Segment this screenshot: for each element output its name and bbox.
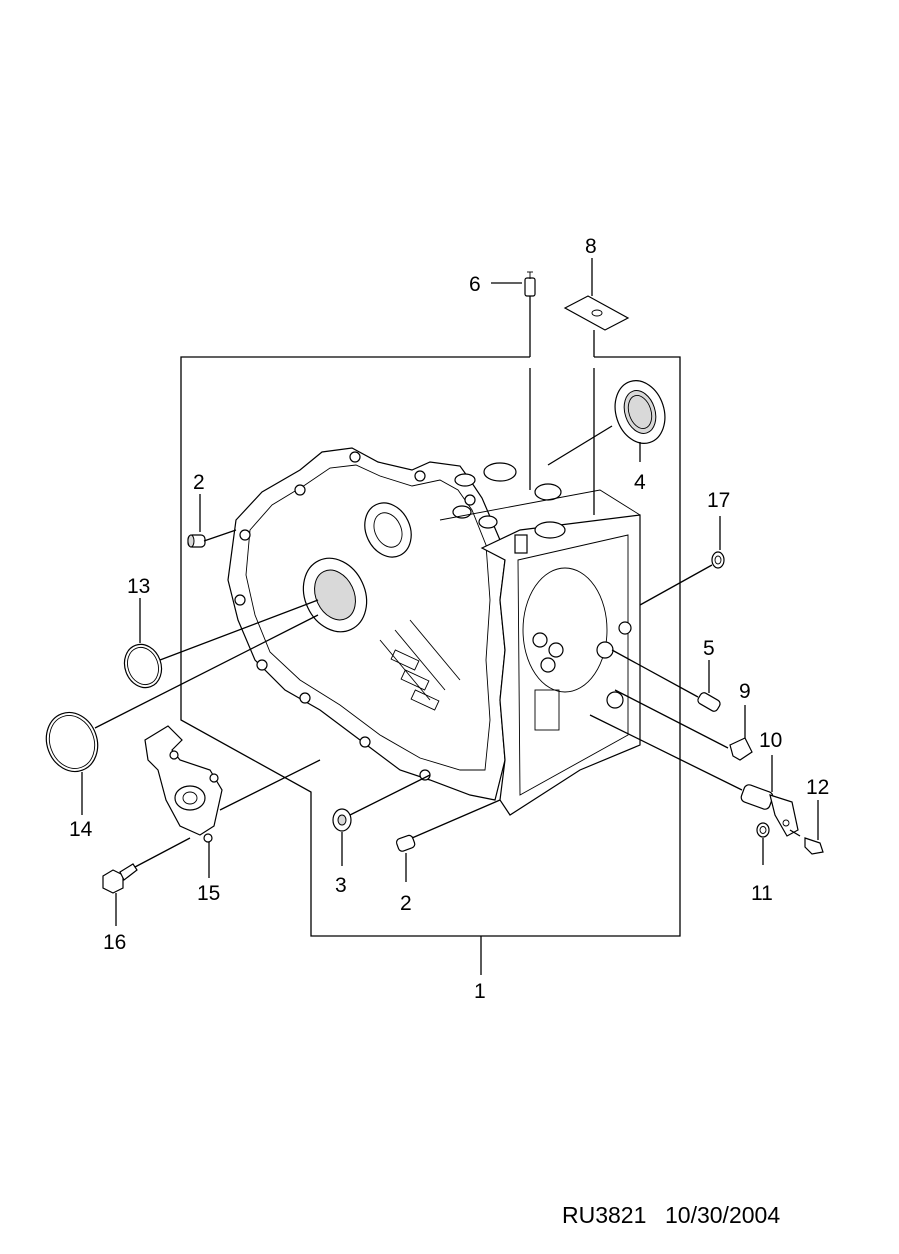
callout-14: 14	[69, 818, 93, 841]
callout-13: 13	[127, 575, 150, 598]
drawing-date: 10/30/2004	[665, 1202, 780, 1228]
vertical-pin	[491, 271, 536, 490]
o-ring-small	[756, 822, 770, 865]
dowel-pin-lower	[395, 799, 501, 882]
range-switch	[144, 725, 321, 878]
callout-17: 17	[707, 489, 730, 512]
callout-2-upper: 2	[193, 471, 205, 494]
switch-bolt	[102, 837, 191, 926]
oil-seal	[547, 380, 666, 466]
cover-plate	[563, 258, 630, 515]
o-ring-medium	[123, 598, 319, 689]
sensor-bolt	[789, 800, 824, 855]
callout-11: 11	[751, 882, 773, 905]
assembly-frame	[180, 356, 681, 975]
sensor-clip	[614, 689, 753, 761]
callout-15: 15	[197, 882, 220, 905]
callout-12: 12	[806, 776, 829, 799]
callout-3: 3	[335, 874, 347, 897]
callout-6: 6	[469, 273, 481, 296]
dowel-pin-upper	[187, 494, 237, 548]
drawing-reference: RU3821	[562, 1202, 646, 1228]
callout-9: 9	[739, 680, 751, 703]
callout-5: 5	[703, 637, 715, 660]
bushing	[332, 774, 431, 866]
callout-16: 16	[103, 931, 126, 954]
pin	[611, 649, 721, 712]
speed-sensor	[589, 714, 799, 837]
callout-1: 1	[474, 980, 486, 1003]
o-ring-large	[45, 614, 319, 815]
callout-4: 4	[634, 471, 646, 494]
small-nut	[639, 516, 725, 606]
callout-2-lower: 2	[400, 892, 412, 915]
callout-8: 8	[585, 235, 597, 258]
callout-10: 10	[759, 729, 782, 752]
transaxle-case	[227, 447, 641, 816]
